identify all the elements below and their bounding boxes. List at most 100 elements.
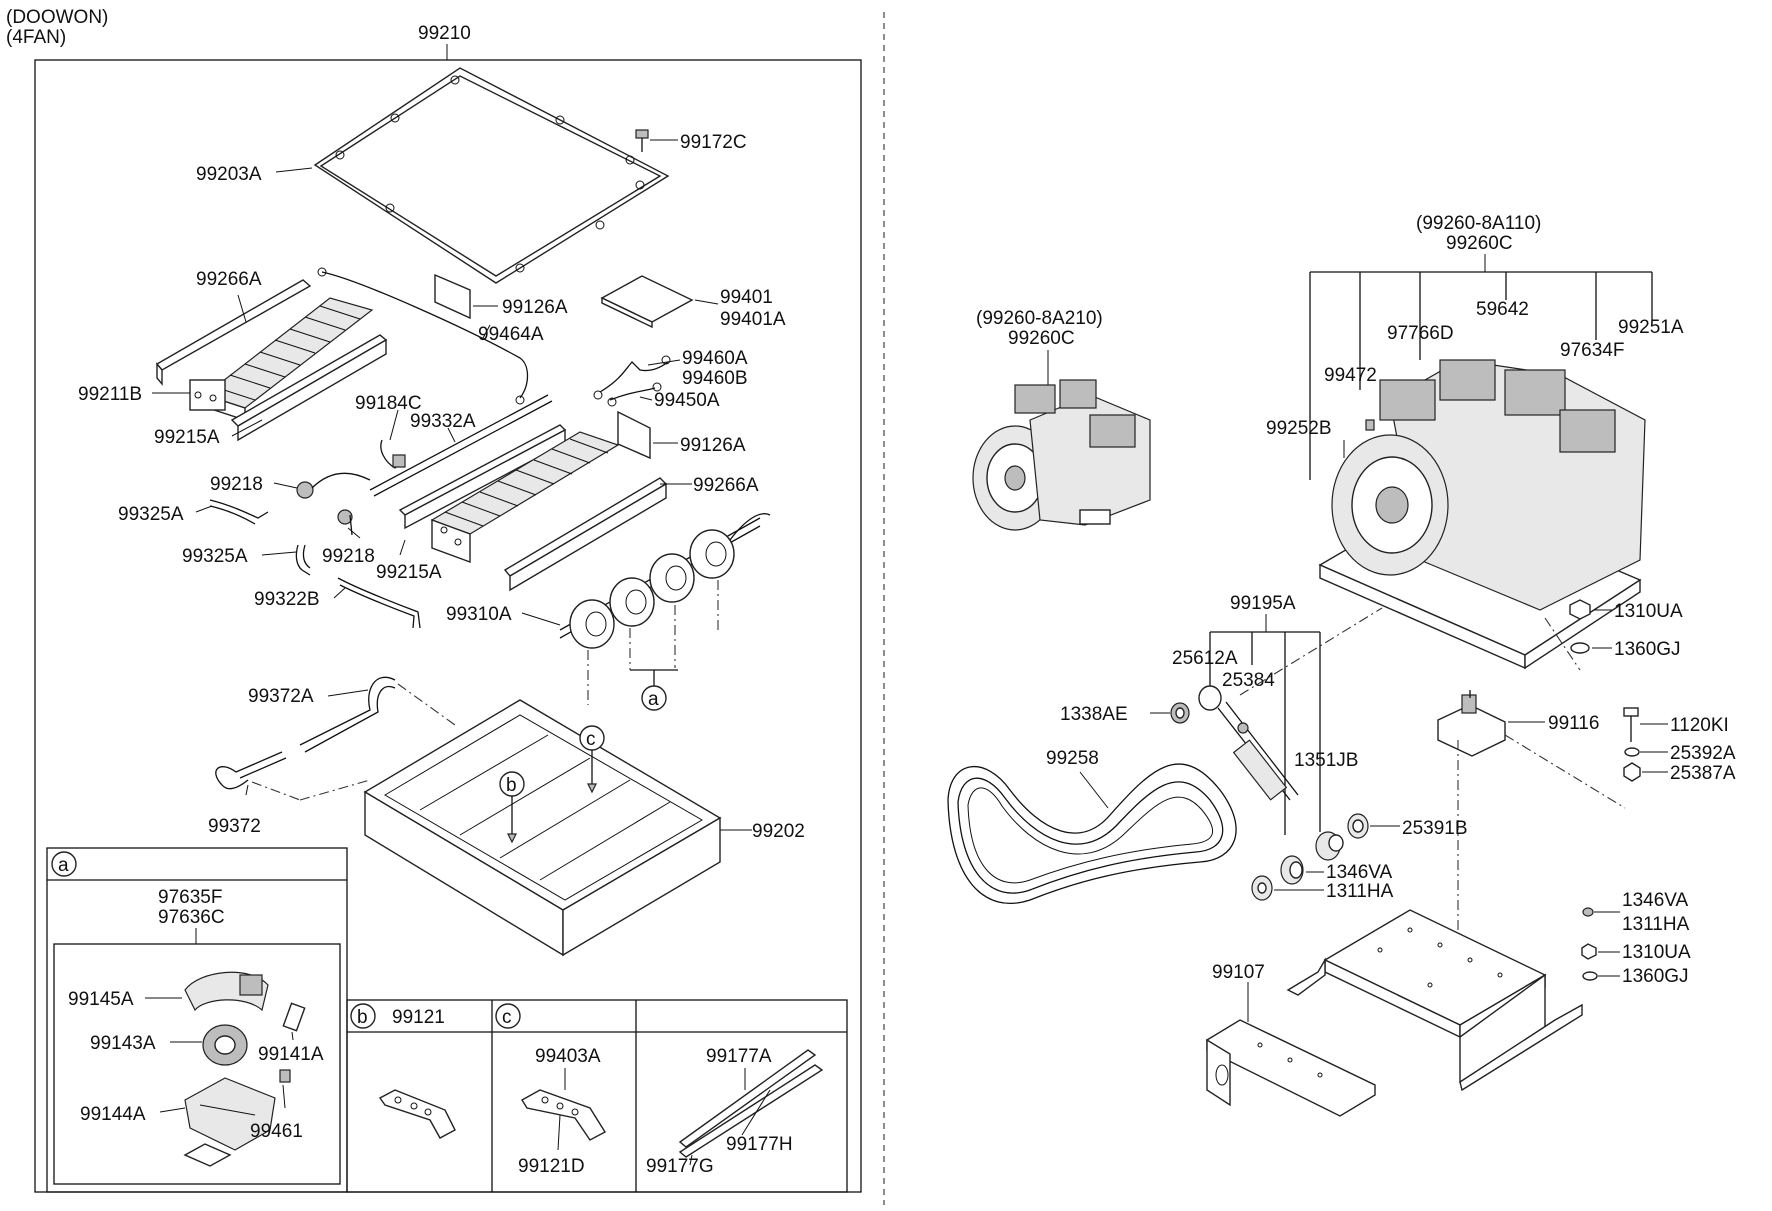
right-group-alt-label: (99260-8A110) xyxy=(1416,213,1541,234)
label-1311ha: 1311HA xyxy=(1622,914,1690,935)
label-bracket-99195a xyxy=(1209,631,1321,835)
label-1351jb: 25387A xyxy=(1670,763,1736,784)
inset-a-marker xyxy=(51,851,77,877)
label-99121d: 99121D xyxy=(518,1156,585,1177)
case-99144a xyxy=(184,1077,276,1151)
compressor-main xyxy=(1318,359,1646,670)
label-99195a: 99195A xyxy=(1230,593,1296,614)
label-25391b: 1311HA xyxy=(1326,881,1394,902)
inset-c-marker-text: c xyxy=(502,1007,512,1028)
inset-b-marker-text: b xyxy=(357,1007,368,1028)
label-99450a: 99450A xyxy=(654,390,720,411)
label-99202: 99202 xyxy=(752,821,805,842)
label-99372: 99372 xyxy=(208,816,261,837)
evaporator-core-upper xyxy=(189,297,374,421)
inset-c-marker xyxy=(495,1003,521,1029)
inset-a-marker-text: a xyxy=(58,855,69,876)
label-99401: 99401 xyxy=(720,287,773,308)
label-99211b: 99211B xyxy=(78,384,142,405)
label-99332a: 99332A xyxy=(410,411,476,432)
pipe-99332a xyxy=(369,394,549,491)
label-99116: 99116 xyxy=(1548,713,1599,734)
callout-marker-b-text: b xyxy=(506,775,517,796)
panel-99266a-upper xyxy=(155,279,312,386)
label-99325a-b: 99325A xyxy=(182,546,248,567)
label-99107: 99107 xyxy=(1212,962,1265,983)
plate-99401 xyxy=(600,275,694,329)
label-99203a: 99203A xyxy=(196,164,262,185)
label-99372a: 99372A xyxy=(248,686,314,707)
hose-99325a-upper xyxy=(209,499,269,519)
bolt-1120ki xyxy=(1623,707,1639,742)
wire-99460 xyxy=(593,355,671,400)
label-99266a-a: 99266A xyxy=(196,269,262,290)
label-1360gj-b: 1360GJ xyxy=(1622,966,1689,987)
strip-99177h xyxy=(678,1064,824,1158)
label-99258: 99258 xyxy=(1046,748,1099,769)
bracket-99126a-lower xyxy=(617,410,651,460)
top-cover-99203a xyxy=(313,67,670,284)
inset-a-group-2: 97636C xyxy=(158,907,225,928)
wire-99450a xyxy=(607,382,662,407)
spacer-25391b xyxy=(1251,875,1273,901)
bracket-99107 xyxy=(1206,1019,1376,1117)
label-bracket-99260c xyxy=(1309,271,1653,480)
hose-99325a-lower xyxy=(295,544,311,576)
label-1338ae: 1338AE xyxy=(1060,704,1128,725)
label-99126a-a: 99126A xyxy=(502,297,568,318)
label-59642: 59642 xyxy=(1476,299,1529,320)
spacer-25387a xyxy=(1280,855,1304,885)
label-1310ua-a: 1310UA xyxy=(1614,601,1683,622)
base-bracket xyxy=(1286,909,1583,1092)
connector-99184c xyxy=(380,439,403,469)
bracket-99126a-upper xyxy=(434,273,471,320)
label-99252b: 99252B xyxy=(1266,418,1332,439)
bracket-99121d xyxy=(521,1089,606,1141)
label-99177h: 99177H xyxy=(726,1134,793,1155)
callout-marker-a-text: a xyxy=(648,689,659,710)
label-99145a: 99145A xyxy=(68,989,134,1010)
label-97766d: 97766D xyxy=(1387,323,1454,344)
washer-1360gj-bottom xyxy=(1582,971,1598,981)
label-1310ua-b: 1310UA xyxy=(1622,942,1691,963)
pipe-99464a xyxy=(321,271,529,399)
nut-1351jb xyxy=(1623,762,1641,782)
seal-25392a xyxy=(1347,813,1369,839)
drain-hose-99372 xyxy=(215,751,283,790)
mount-99116 xyxy=(1437,690,1506,757)
label-99184c: 99184C xyxy=(355,393,422,414)
callout-marker-c-text: c xyxy=(586,729,596,750)
label-99126a-b: 99126A xyxy=(680,435,746,456)
callout-marker-a xyxy=(641,685,667,711)
inset-b-marker xyxy=(350,1003,376,1029)
alt-compressor-alt-label: (99260-8A210) xyxy=(976,308,1103,329)
roller-1 xyxy=(1315,831,1344,861)
nut-1310ua-top xyxy=(1569,599,1591,620)
label-99251a: 99251A xyxy=(1618,317,1684,338)
inset-a-group-1: 97635F xyxy=(158,887,222,908)
right-group-label: 99260C xyxy=(1446,233,1513,254)
label-99401a: 99401A xyxy=(720,309,786,330)
label-99177g: 99177G xyxy=(646,1156,714,1177)
evaporator-core-lower xyxy=(430,431,620,564)
header-maker: (DOOWON) xyxy=(6,7,108,28)
panel-99215a-upper xyxy=(230,334,388,442)
label-1346va: 1346VA xyxy=(1622,890,1689,911)
panel-99266a-lower xyxy=(503,477,668,592)
valve-99218-upper xyxy=(296,472,371,499)
label-99177a: 99177A xyxy=(706,1046,772,1067)
label-99460b: 99460B xyxy=(682,368,748,389)
label-99144a: 99144A xyxy=(80,1104,146,1125)
label-99403a: 99403A xyxy=(535,1046,601,1067)
callout-leaders-a xyxy=(587,580,719,705)
drain-hose-99372a xyxy=(299,676,396,746)
nut-1310ua-bottom xyxy=(1581,943,1597,960)
label-25611b: 1351JB xyxy=(1294,750,1358,771)
label-99218-a: 99218 xyxy=(210,474,263,495)
label-1120ki: 1120KI xyxy=(1670,715,1729,736)
belt-99258 xyxy=(947,763,1237,905)
label-97634f: 97634F xyxy=(1560,340,1624,361)
label-25387a: 1346VA xyxy=(1326,862,1393,883)
fan-assembly-99310a xyxy=(559,513,771,649)
label-99322b: 99322B xyxy=(254,589,320,610)
